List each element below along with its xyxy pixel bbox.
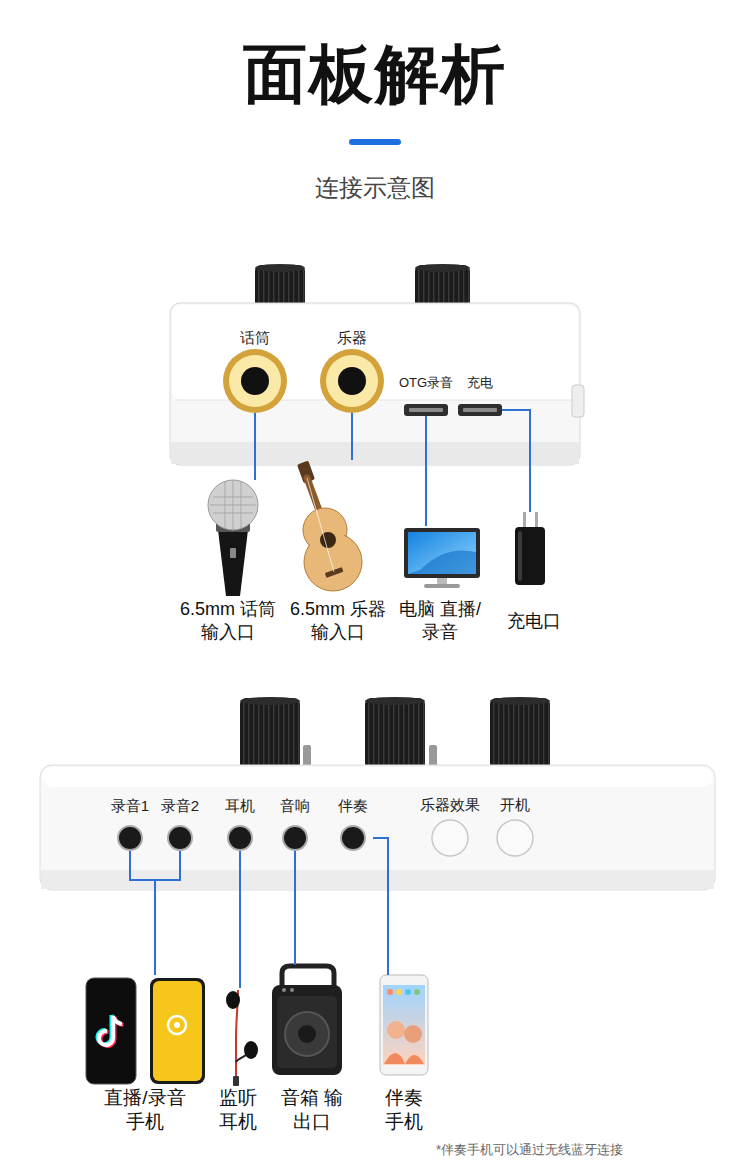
device-label: 监听 耳机 [214,1086,262,1134]
connection-line [254,413,256,480]
port-node: 开机 [495,796,535,857]
device-label: 充电口 [504,610,564,633]
device-label: 音箱 输出口 [280,1086,344,1134]
port-label: 录音1 [108,797,152,815]
port-label: 乐器 [317,329,387,347]
device-label: 电脑 直播/录音 [394,598,486,643]
port-label: 开机 [495,796,535,814]
port-node: 录音1 [108,797,152,851]
port-label: 乐器效果 [416,796,484,814]
speaker-icon [272,966,342,1075]
port-label: 话筒 [220,329,290,347]
connection-line [239,851,241,988]
charger-icon [515,512,545,585]
port-node: 耳机 [220,797,260,851]
accent-bar [349,139,401,145]
port-label: 音响 [275,797,315,815]
device-label: 直播/录音 手机 [97,1086,193,1134]
earphone-icon [226,990,258,1086]
device-node: 伴奏 手机 [376,975,432,1134]
device-node: 电脑 直播/录音 [390,526,490,643]
device-label: 伴奏 手机 [380,1086,428,1134]
port-label: OTG录音 [396,375,456,391]
connection-line [351,413,353,460]
connection-line [425,416,427,526]
connection-line [294,851,296,965]
device-node: 监听 耳机 [213,988,263,1134]
device-node: 6.5mm 乐器输入口 [288,460,388,643]
port-node: OTG录音 [396,375,456,416]
microphone-icon [208,480,258,596]
port-node: 音响 [275,797,315,851]
device-label: 6.5mm 乐器输入口 [288,598,388,643]
port-node: 话筒 [220,329,290,413]
device-node: 充电口 [504,512,564,633]
top-device [170,264,584,465]
footnote: *伴奏手机可以通过无线蓝牙连接 [436,1142,736,1158]
subtitle: 连接示意图 [0,173,750,203]
phones-icon [86,978,205,1084]
port-node: 乐器 [317,329,387,413]
page-title: 面板解析 [0,36,750,112]
guitar-icon [297,461,362,591]
device-node: 直播/录音 手机 [80,975,210,1134]
port-node: 录音2 [158,797,202,851]
connection-line [130,851,155,975]
port-label: 伴奏 [333,797,373,815]
port-node: 乐器效果 [416,796,484,857]
connection-line [373,838,388,975]
port-label: 耳机 [220,797,260,815]
port-label: 充电 [458,375,502,391]
connection-line [502,410,530,512]
port-node: 伴奏 [333,797,373,851]
device-label: 6.5mm 话筒输入口 [178,598,278,643]
device-node: 音箱 输出口 [272,965,352,1134]
device-node: 6.5mm 话筒输入口 [178,480,278,643]
monitor-icon [404,528,480,588]
connection-line [155,851,180,975]
port-label: 录音2 [158,797,202,815]
port-node: 充电 [458,375,502,416]
bottom-device [40,697,715,890]
accompaniment-phone-icon [380,975,428,1075]
